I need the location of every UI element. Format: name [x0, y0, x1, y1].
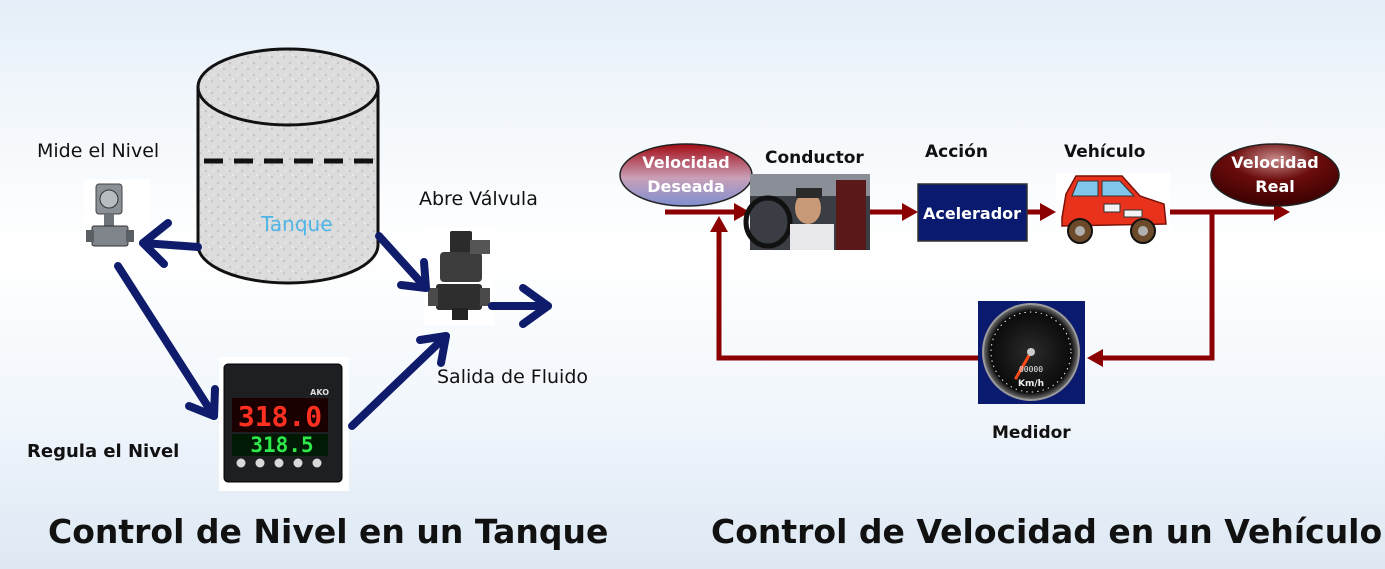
accelerator-box — [917, 183, 1028, 242]
controller-brand: AKO — [310, 388, 329, 397]
controller-sp-display: 318.5 — [250, 433, 313, 457]
line-meter-to-driver — [716, 224, 978, 361]
right-heading: Control de Velocidad en un Vehículo — [711, 512, 1383, 551]
red-arrowheads — [710, 203, 1290, 367]
open-valve-label: Abre Válvula — [419, 188, 538, 210]
vehicle-image — [1056, 173, 1170, 248]
left-heading: Control de Nivel en un Tanque — [48, 512, 609, 551]
driver-image — [743, 174, 870, 250]
tank — [196, 47, 384, 285]
measure-level-label: Mide el Nivel — [37, 140, 160, 162]
action-label: Acción — [925, 142, 988, 162]
level-transmitter-image — [84, 179, 150, 259]
desired-speed-line2: Deseada — [647, 177, 725, 196]
arrow-valve-output — [488, 284, 552, 328]
gauge-unit: Km/h — [1018, 379, 1044, 389]
blue-arrows — [114, 219, 552, 430]
line-output-to-meter — [1098, 212, 1215, 361]
arrow-tank-to-transmitter — [139, 219, 202, 268]
arrow-transmitter-to-controller — [114, 262, 219, 420]
speedometer-needle — [1014, 350, 1033, 380]
fluid-output-label: Salida de Fluido — [437, 366, 589, 388]
real-speed-line2: Real — [1255, 177, 1294, 196]
red-lines — [665, 209, 1278, 361]
valve-image — [424, 227, 494, 325]
controller-pv-display: 318.0 — [238, 400, 322, 433]
tank-label: Tanque — [261, 212, 333, 236]
desired-speed-line1: Velocidad — [642, 153, 730, 172]
speedometer-image — [978, 301, 1085, 404]
driver-label: Conductor — [765, 148, 864, 168]
gauge-odometer: 00000 — [1019, 365, 1043, 374]
real-speed-oval — [1210, 143, 1340, 207]
arrow-controller-to-valve — [348, 332, 450, 430]
vehicle-label: Vehículo — [1064, 142, 1146, 162]
real-speed-line1: Velocidad — [1231, 153, 1319, 172]
regulate-level-label: Regula el Nivel — [27, 441, 180, 462]
arrow-tank-to-valve — [375, 232, 430, 292]
level-controller-image — [219, 357, 349, 491]
accelerator-label: Acelerador — [923, 204, 1021, 223]
meter-label: Medidor — [992, 423, 1071, 443]
